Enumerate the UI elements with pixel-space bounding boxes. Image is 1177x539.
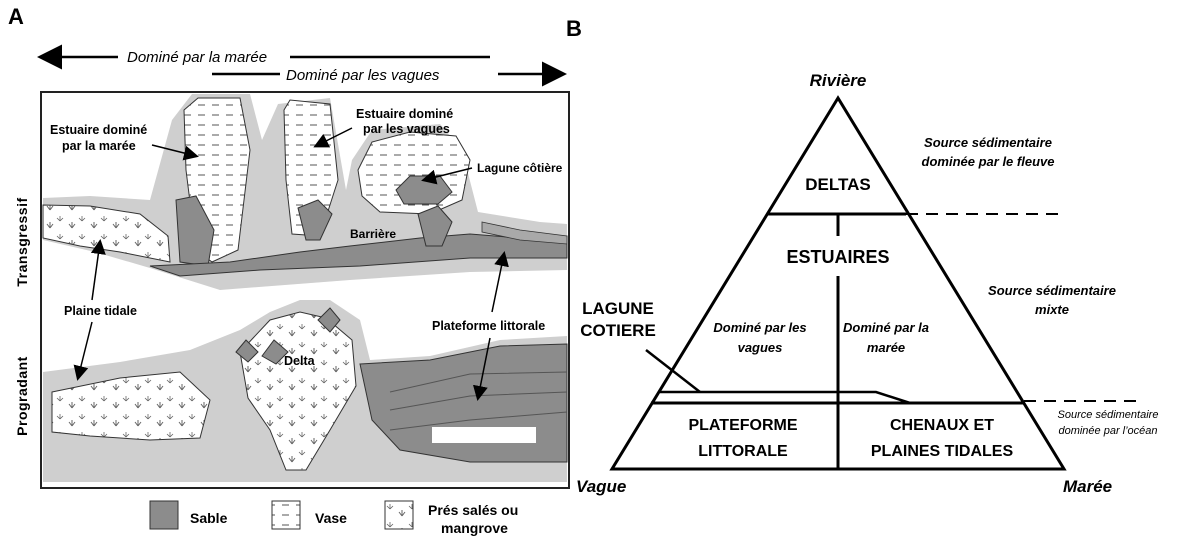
legend-label-pres-1: Prés salés ou <box>428 502 518 518</box>
label-estuaire-maree-2: par la marée <box>62 139 136 153</box>
svg-text:Transgressif: Transgressif <box>14 197 30 286</box>
tide-dominated-label: Dominé par la marée <box>127 49 267 66</box>
chenaux-label-1: CHENAUX ET <box>890 417 994 434</box>
label-plaine-tidale: Plaine tidale <box>64 304 137 318</box>
label-estuaire-vagues-2: par les vagues <box>363 122 450 136</box>
estuaire-maree-1: Dominé par la <box>843 320 929 335</box>
wave-dominated-label: Dominé par les vagues <box>286 67 440 84</box>
plateforme-label-1: PLATEFORME <box>688 417 797 434</box>
deltas-label: DELTAS <box>805 175 870 194</box>
legend-label-sable: Sable <box>190 510 228 526</box>
panel-b-letter: B <box>566 16 582 41</box>
estuaires-label: ESTUAIRES <box>786 247 889 267</box>
legend-swatch-vase <box>272 501 300 529</box>
source-ocean-2: dominée par l’océan <box>1058 425 1157 437</box>
lagune-label-2: COTIERE <box>580 321 656 340</box>
row-label-progradant: Progradant <box>14 356 30 436</box>
source-mixte-1: Source sédimentaire <box>988 283 1116 298</box>
panel-a-letter: A <box>8 4 24 29</box>
vague-corner-label: Vague <box>576 477 626 496</box>
blank-box <box>432 427 536 443</box>
label-barriere: Barrière <box>350 227 396 241</box>
legend-label-vase: Vase <box>315 510 347 526</box>
legend-label-pres-2: mangrove <box>441 520 508 536</box>
apex-label: Rivière <box>810 71 867 90</box>
lagune-label-1: LAGUNE <box>582 299 654 318</box>
estuaire-vagues-2: vagues <box>738 340 783 355</box>
label-delta: Delta <box>284 354 316 368</box>
label-estuaire-vagues-1: Estuaire dominé <box>356 107 453 121</box>
legend-swatch-pres <box>385 501 413 529</box>
legend-swatch-sable <box>150 501 178 529</box>
row-label-transgressif: Transgressif <box>14 197 30 286</box>
maree-corner-label: Marée <box>1063 477 1112 496</box>
source-mixte-2: mixte <box>1035 302 1069 317</box>
chenaux-label-2: PLAINES TIDALES <box>871 443 1014 460</box>
label-lagune: Lagune côtière <box>477 161 563 175</box>
estuaire-vagues-1: Dominé par les <box>713 320 806 335</box>
source-fleuve-1: Source sédimentaire <box>924 135 1052 150</box>
source-fleuve-2: dominée par le fleuve <box>922 154 1055 169</box>
label-plateforme: Plateforme littorale <box>432 319 545 333</box>
label-estuaire-maree-1: Estuaire dominé <box>50 123 147 137</box>
lagune-pointer <box>646 350 700 392</box>
estuaire-maree-2: marée <box>867 340 905 355</box>
plateforme-label-2: LITTORALE <box>698 443 788 460</box>
lagoon-line <box>660 392 910 403</box>
svg-text:Progradant: Progradant <box>14 356 30 436</box>
source-ocean-1: Source sédimentaire <box>1058 409 1159 421</box>
